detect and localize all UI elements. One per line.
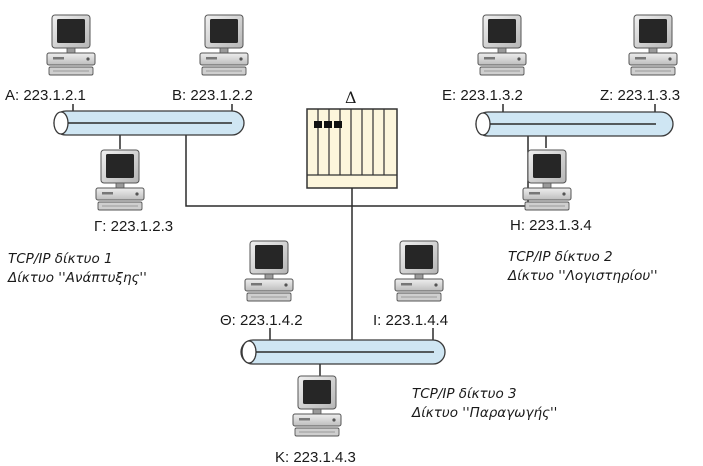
host-k-label: K: 223.1.4.3 xyxy=(275,449,356,466)
host-th-label: Θ: 223.1.4.2 xyxy=(220,312,303,329)
bus-network-2 xyxy=(475,111,674,137)
computer-e-icon xyxy=(477,14,527,76)
computer-k-icon xyxy=(292,375,342,437)
host-g-label: Γ: 223.1.2.3 xyxy=(94,218,173,235)
network-3-line-2: Δίκτυο ''Παραγωγής'' xyxy=(411,405,557,421)
network-1-line-2: Δίκτυο ''Ανάπτυξης'' xyxy=(7,270,147,286)
computer-g-icon xyxy=(95,149,145,211)
computers xyxy=(46,14,678,437)
computer-h-icon xyxy=(522,149,572,211)
bus-network-1 xyxy=(53,110,245,136)
network-3-line-1: TCP/IP δίκτυο 3 xyxy=(412,386,517,402)
network-2-line-1: TCP/IP δίκτυο 2 xyxy=(508,249,613,265)
host-i-label: I: 223.1.4.4 xyxy=(373,312,448,329)
host-b-label: B: 223.1.2.2 xyxy=(172,87,253,104)
router-label: Δ xyxy=(345,88,357,107)
network-1-line-1: TCP/IP δίκτυο 1 xyxy=(8,251,113,267)
computer-i-icon xyxy=(394,240,444,302)
host-e-label: E: 223.1.3.2 xyxy=(442,87,523,104)
computer-b-icon xyxy=(199,14,249,76)
host-a-label: A: 223.1.2.1 xyxy=(5,87,86,104)
computer-a-icon xyxy=(46,14,96,76)
computer-th-icon xyxy=(244,240,294,302)
host-h-label: H: 223.1.3.4 xyxy=(510,217,592,234)
network-2-line-2: Δίκτυο ''Λογιστηρίου'' xyxy=(507,268,658,284)
computer-z-icon xyxy=(628,14,678,76)
router-delta xyxy=(306,108,398,189)
bus-network-3 xyxy=(240,339,446,365)
host-z-label: Z: 223.1.3.3 xyxy=(600,87,680,104)
